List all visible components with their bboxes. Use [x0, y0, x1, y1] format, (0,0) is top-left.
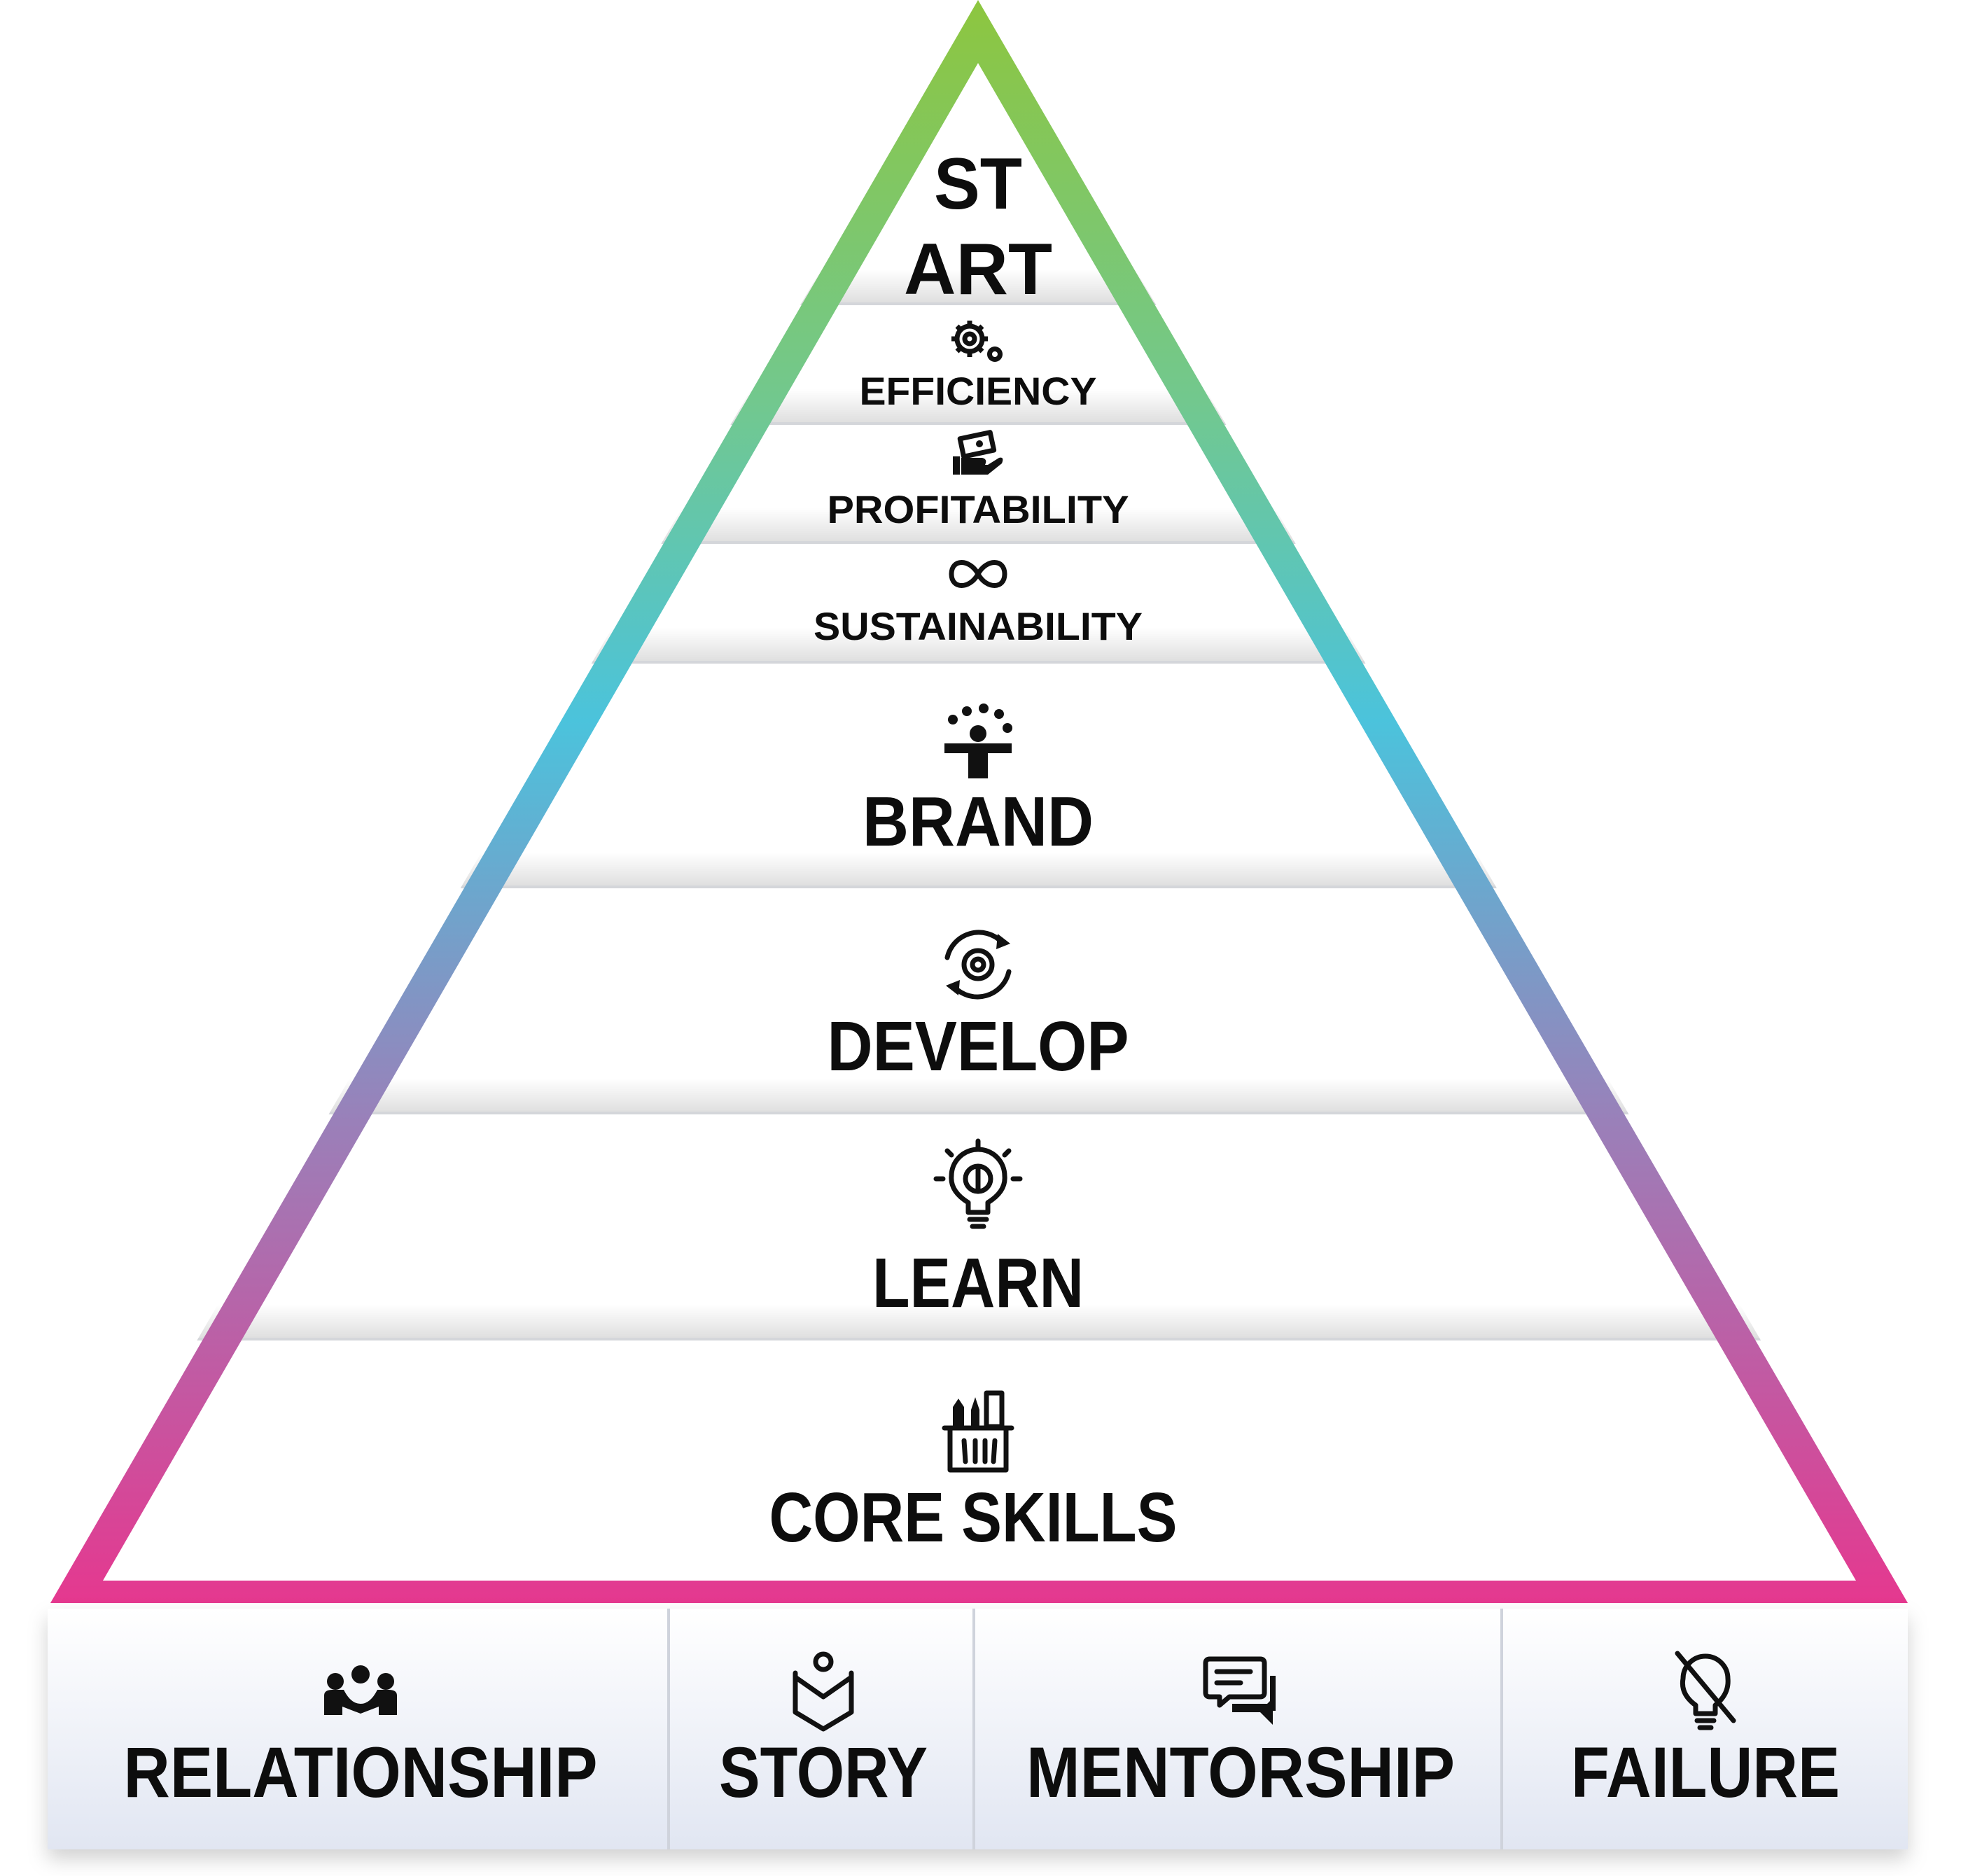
group-icon — [324, 1665, 397, 1715]
foundation-dividers — [667, 1609, 1503, 1849]
tier-label-brand: BRAND — [863, 783, 1094, 861]
tier-label-core-skills: CORE SKILLS — [769, 1478, 1178, 1557]
foundation-label-story: STORY — [719, 1732, 928, 1812]
lightbulb-brain-icon — [933, 1138, 1023, 1229]
infinity-icon — [949, 560, 1007, 588]
lightbulb-off-icon — [1675, 1651, 1736, 1730]
tools-cup-icon — [942, 1390, 1014, 1473]
gear-cycle-icon — [944, 930, 1012, 1000]
chat-bubbles-icon — [1203, 1656, 1276, 1725]
apex-label-line1: ST — [934, 144, 1022, 225]
tier-label-efficiency: EFFICIENCY — [860, 369, 1097, 413]
gears-icon — [951, 321, 1003, 362]
foundation-label-failure: FAILURE — [1571, 1732, 1840, 1812]
foundation-label-mentorship: MENTORSHIP — [1026, 1732, 1455, 1812]
foundation-label-relationship: RELATIONSHIP — [124, 1732, 598, 1812]
tier-label-learn: LEARN — [872, 1244, 1084, 1322]
apex-label-line2: ART — [904, 229, 1052, 310]
presenter-icon — [944, 704, 1012, 778]
foundation-row — [48, 1609, 1908, 1849]
money-hand-icon — [953, 430, 1003, 475]
tier-label-sustainability: SUSTAINABILITY — [814, 604, 1143, 648]
tier-label-profitability: PROFITABILITY — [828, 487, 1129, 531]
reader-book-icon — [793, 1651, 854, 1732]
tier-label-develop: DEVELOP — [828, 1007, 1129, 1086]
